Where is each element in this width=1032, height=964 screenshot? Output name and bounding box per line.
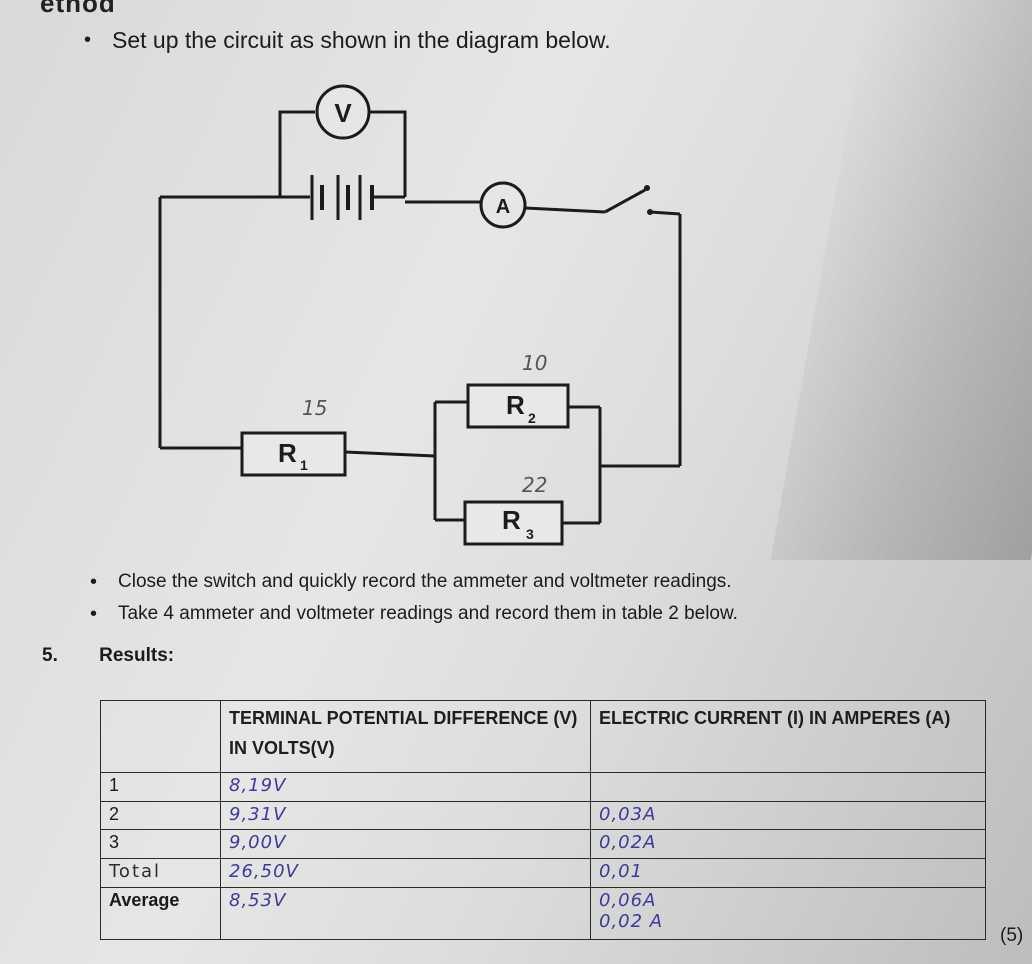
extra-current-value: 0,02 A [599,910,664,932]
ammeter-label: A [496,196,510,218]
row-label: 1 [100,771,221,802]
table-row: Average 8,53V 0,06A 0,02 A [100,886,986,941]
resistor-r1: R 1 [240,431,347,477]
instruction-setup: • Set up the circuit as shown in the dia… [84,27,611,53]
header-cell-current: ELECTRIC CURRENT (I) IN AMPERES (A) [590,700,986,773]
instruction-text: Set up the circuit as shown in the diagr… [112,27,611,53]
resistor-letter: R [506,390,525,420]
header-cell-blank [100,700,221,773]
row-label: Average [100,886,221,941]
resistor-r3: R 3 [463,500,564,546]
resistor-subscript: 1 [300,457,308,473]
bullet-dot: • [90,603,98,625]
voltmeter-icon: V [315,84,371,140]
r3-handwritten-value: 22 [522,473,547,497]
voltage-value: 8,19V [220,771,591,802]
voltage-value: 26,50V [220,858,591,888]
current-value-line: 0,06A [599,889,657,911]
switch-contact [644,185,650,191]
table-row: Total 26,50V 0,01 [100,858,986,888]
instruction-text: Take 4 ammeter and voltmeter readings an… [118,603,738,624]
instruction-text: Close the switch and quickly record the … [118,571,732,592]
table-row: 2 9,31V 0,03A [100,800,986,831]
row-label: Total [100,858,221,888]
header-cell-voltage: TERMINAL POTENTIAL DIFFERENCE (V) IN VOL… [220,700,591,773]
section-number: 5. [42,645,58,666]
current-value: 0,01 [590,858,986,888]
instruction-close-switch: • Close the switch and quickly record th… [90,570,732,594]
bullet-dot: • [84,29,92,51]
resistor-subscript: 2 [528,410,536,426]
table-header-row: TERMINAL POTENTIAL DIFFERENCE (V) IN VOL… [100,700,986,773]
results-table-wrap: TERMINAL POTENTIAL DIFFERENCE (V) IN VOL… [100,700,986,941]
current-value: 0,03A [590,800,986,831]
marks-allocation: (5) [1000,925,1024,946]
bullet-dot: • [90,571,98,593]
switch-contact [647,209,653,215]
circuit-diagram: V A R 1 15 R 2 10 R 3 22 [158,84,682,546]
shadow-overlay [770,0,1032,560]
r1-handwritten-value: 15 [302,396,327,420]
row-label: 3 [100,829,221,860]
resistor-subscript: 3 [526,526,534,542]
resistor-letter: R [502,505,521,535]
row-label: 2 [100,800,221,831]
instruction-take-readings: • Take 4 ammeter and voltmeter readings … [90,602,738,626]
resistor-r2: R 2 [466,383,570,429]
r2-handwritten-value: 10 [522,351,547,375]
voltage-value: 9,31V [220,800,591,831]
voltage-value: 9,00V [220,829,591,860]
current-value: 0,06A 0,02 A [590,886,986,941]
voltmeter-label: V [334,98,352,128]
table-row: 3 9,00V 0,02A [100,829,986,860]
resistor-letter: R [278,438,297,468]
current-value: 0,02A [590,829,986,860]
results-table: TERMINAL POTENTIAL DIFFERENCE (V) IN VOL… [100,700,986,941]
current-value [590,771,986,802]
section-title: Results: [99,645,175,666]
results-heading: 5. Results: [42,645,174,667]
voltage-value: 8,53V [220,886,591,941]
table-row: 1 8,19V [100,771,986,802]
cut-off-heading: ethod [40,0,116,18]
ammeter-icon: A [479,181,527,229]
